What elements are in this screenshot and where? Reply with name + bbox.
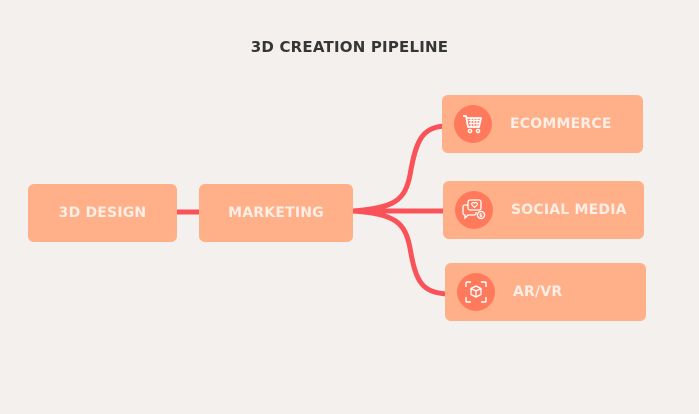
node-ecommerce: ECOMMERCE	[442, 95, 643, 153]
diagram-title: 3D CREATION PIPELINE	[250, 38, 449, 56]
node-label: 3D DESIGN	[58, 205, 147, 221]
node-label: ECOMMERCE	[510, 116, 612, 132]
node-marketing: MARKETING	[199, 184, 353, 242]
chat-heart-icon: $	[455, 191, 493, 229]
shopping-cart-icon	[454, 105, 492, 143]
node-ar-vr: AR/VR	[445, 263, 646, 321]
cube-scan-icon	[457, 273, 495, 311]
svg-text:$: $	[479, 213, 483, 219]
edge-marketing-arvr	[350, 208, 450, 297]
node-label: MARKETING	[228, 205, 324, 221]
node-label: AR/VR	[513, 284, 563, 300]
node-3d-design: 3D DESIGN	[28, 184, 177, 242]
node-social-media: $ SOCIAL MEDIA	[443, 181, 644, 239]
node-label: SOCIAL MEDIA	[511, 202, 627, 218]
edge-marketing-ecommerce	[350, 123, 447, 214]
